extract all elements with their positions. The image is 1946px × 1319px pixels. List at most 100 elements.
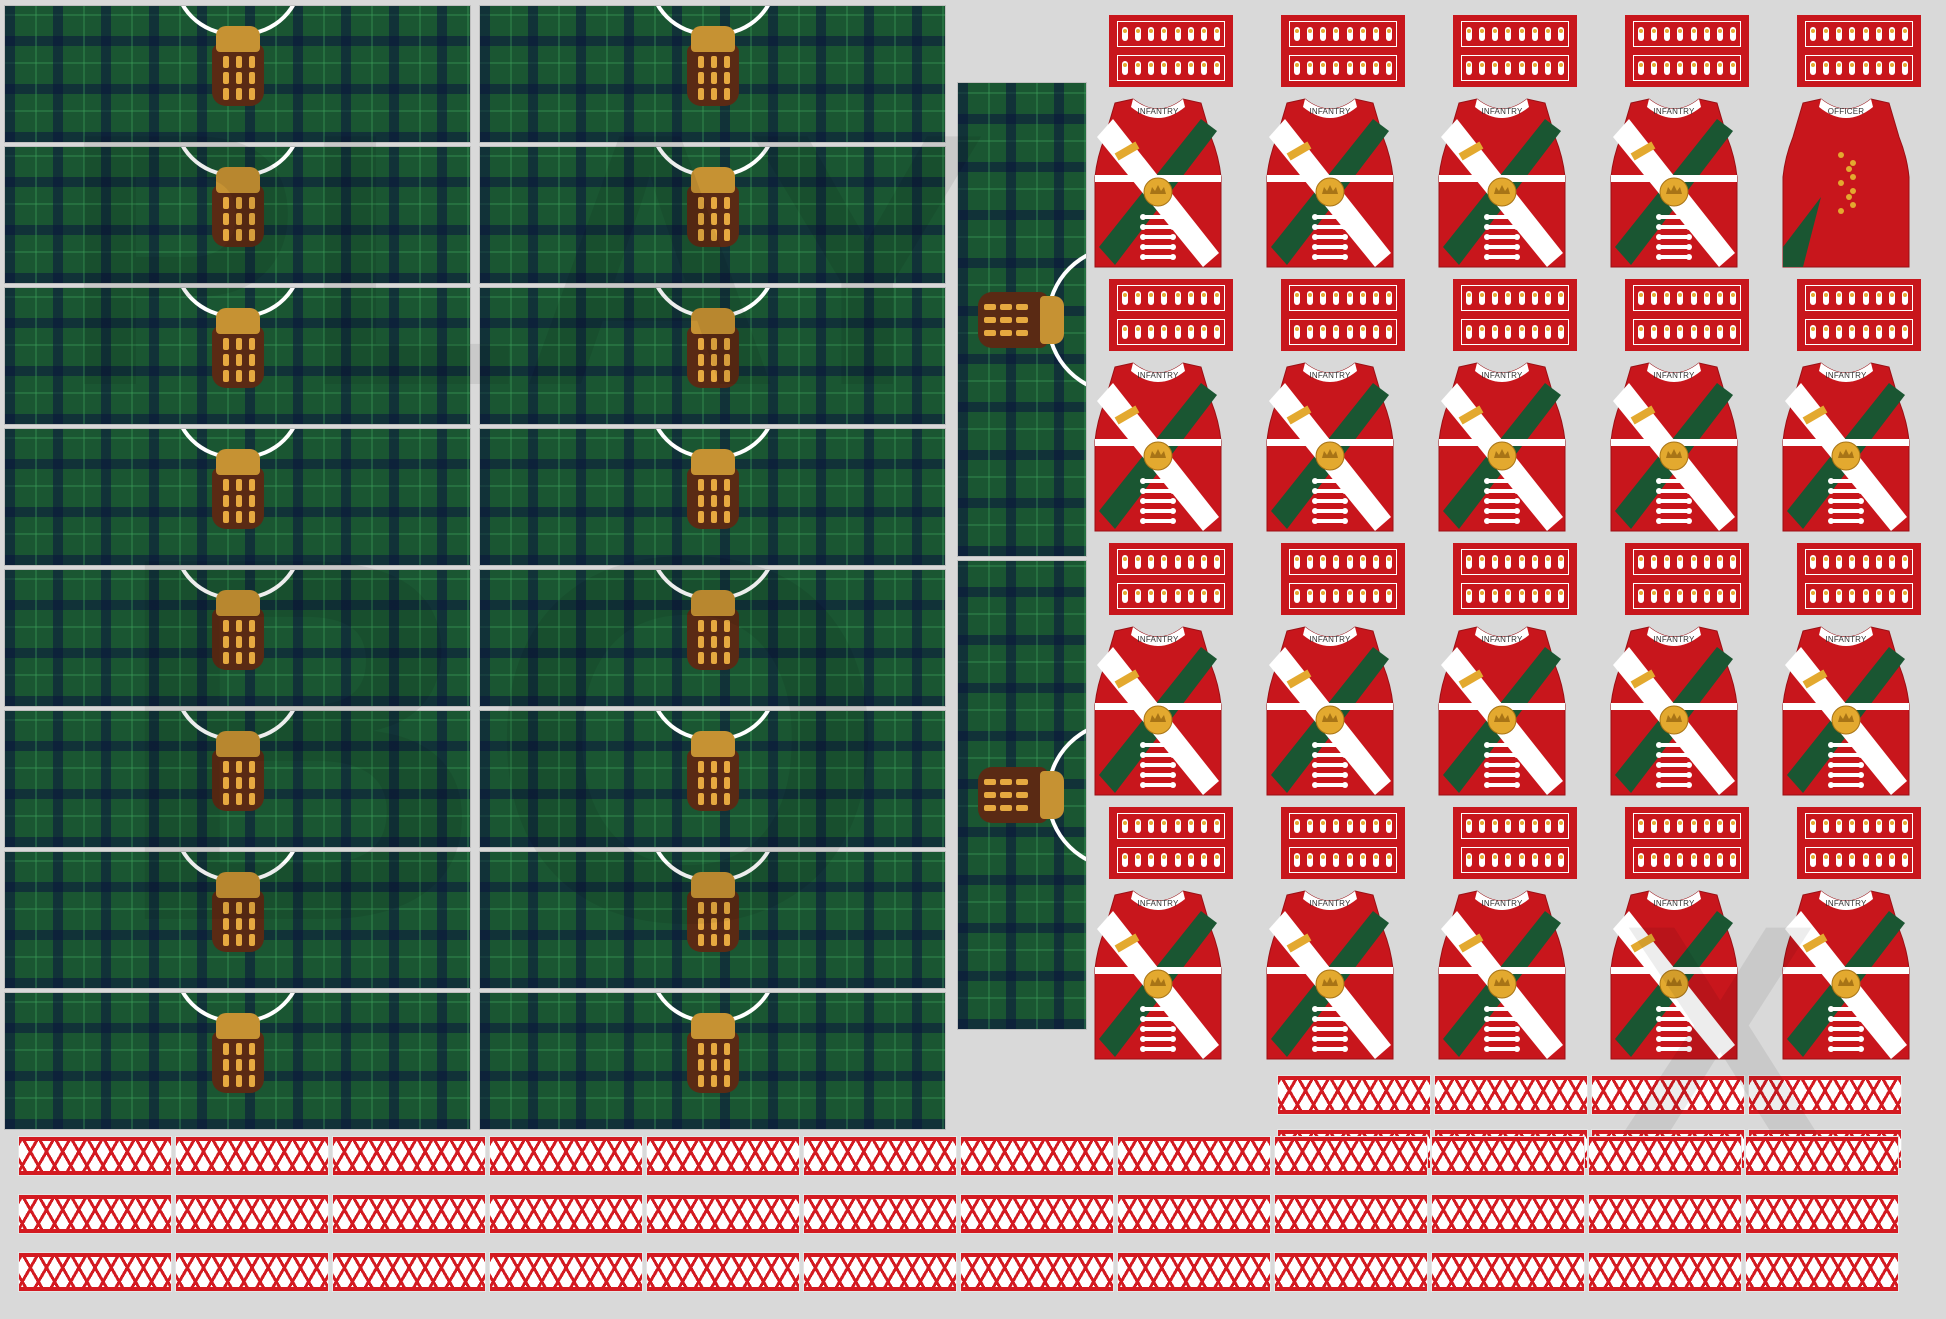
kilt-panel: [479, 428, 946, 566]
infantry-coat: INFANTRY: [1093, 97, 1223, 271]
cuff-panel: [1453, 543, 1577, 615]
cuff-panel: [1797, 279, 1921, 351]
infantry-coat: INFANTRY: [1781, 361, 1911, 535]
infantry-coat: INFANTRY: [1265, 97, 1395, 271]
coat-label: INFANTRY: [1481, 107, 1523, 116]
cuff-panel: [1453, 279, 1577, 351]
lace-strip: [1591, 1075, 1745, 1115]
cuff-panel: [1109, 543, 1233, 615]
sporran-icon: [211, 308, 264, 388]
cuff-panel: [1109, 807, 1233, 879]
lace-strip: [1745, 1252, 1899, 1292]
kilt-panel: [479, 710, 946, 848]
cuff-panel: [1281, 543, 1405, 615]
coat-label: INFANTRY: [1309, 899, 1351, 908]
lace-strip: [1274, 1194, 1428, 1234]
coat-label: INFANTRY: [1653, 899, 1695, 908]
lace-strip: [646, 1136, 800, 1176]
kilt-panel: [4, 710, 471, 848]
sporran-icon: [211, 590, 264, 670]
lace-strip: [175, 1194, 329, 1234]
lace-strip: [960, 1252, 1114, 1292]
infantry-coat: INFANTRY: [1781, 625, 1911, 799]
lace-strip: [175, 1136, 329, 1176]
cuff-panel: [1281, 279, 1405, 351]
coat-label: INFANTRY: [1825, 635, 1867, 644]
lace-strip: [803, 1252, 957, 1292]
infantry-coat: INFANTRY: [1265, 625, 1395, 799]
lace-strip: [1117, 1136, 1271, 1176]
infantry-coat: INFANTRY: [1609, 361, 1739, 535]
cuff-panel: [1281, 807, 1405, 879]
cuff-panel: [1797, 807, 1921, 879]
sporran-icon: [978, 291, 1064, 348]
cuff-panel: [1625, 279, 1749, 351]
infantry-coat: INFANTRY: [1609, 625, 1739, 799]
lace-strip: [1117, 1194, 1271, 1234]
infantry-coat: INFANTRY: [1781, 889, 1911, 1063]
kilt-panel: [4, 146, 471, 284]
sporran-icon: [978, 767, 1064, 823]
cuff-panel: [1797, 543, 1921, 615]
sporran-icon: [686, 26, 739, 106]
lace-strip: [18, 1252, 172, 1292]
lace-strip: [1588, 1136, 1742, 1176]
officer-coat: OFFICER: [1781, 97, 1911, 271]
sporran-icon: [211, 1013, 264, 1093]
infantry-coat: INFANTRY: [1437, 97, 1567, 271]
coat-label: OFFICER: [1827, 107, 1865, 116]
lace-strip: [803, 1136, 957, 1176]
lace-strip: [1277, 1075, 1431, 1115]
coat-label: INFANTRY: [1481, 899, 1523, 908]
lace-strip: [1745, 1194, 1899, 1234]
cuff-panel: [1109, 279, 1233, 351]
infantry-coat: INFANTRY: [1093, 889, 1223, 1063]
kilt-panel: [479, 851, 946, 989]
cuff-panel: [1281, 15, 1405, 87]
infantry-coat: INFANTRY: [1093, 361, 1223, 535]
infantry-coat: INFANTRY: [1437, 625, 1567, 799]
kilt-panel: [479, 569, 946, 707]
kilt-panel: [4, 5, 471, 143]
coat-label: INFANTRY: [1653, 371, 1695, 380]
sporran-icon: [686, 731, 739, 811]
kilt-panel: [479, 287, 946, 425]
sporran-icon: [686, 308, 739, 388]
cuff-panel: [1109, 15, 1233, 87]
kilt-panel: [479, 992, 946, 1130]
coat-label: INFANTRY: [1309, 635, 1351, 644]
cuff-panel: [1625, 543, 1749, 615]
sporran-icon: [211, 872, 264, 952]
coat-label: INFANTRY: [1137, 107, 1179, 116]
coat-label: INFANTRY: [1137, 635, 1179, 644]
kilt-panel: [4, 569, 471, 707]
coat-label: INFANTRY: [1309, 371, 1351, 380]
infantry-coat: INFANTRY: [1093, 625, 1223, 799]
cuff-panel: [1625, 15, 1749, 87]
lace-strip: [332, 1194, 486, 1234]
coat-label: INFANTRY: [1653, 635, 1695, 644]
lace-strip: [646, 1252, 800, 1292]
sporran-icon: [686, 590, 739, 670]
sporran-icon: [211, 731, 264, 811]
infantry-coat: INFANTRY: [1265, 361, 1395, 535]
lace-strip: [18, 1194, 172, 1234]
sporran-icon: [686, 1013, 739, 1093]
lace-strip: [1431, 1136, 1585, 1176]
lace-strip: [1431, 1252, 1585, 1292]
infantry-coat: INFANTRY: [1609, 889, 1739, 1063]
lace-strip: [1588, 1194, 1742, 1234]
coat-label: INFANTRY: [1825, 899, 1867, 908]
infantry-coat: INFANTRY: [1609, 97, 1739, 271]
kilt-panel: [479, 146, 946, 284]
lace-strip: [1274, 1136, 1428, 1176]
kilt-panel: [4, 287, 471, 425]
lace-strip: [175, 1252, 329, 1292]
coat-label: INFANTRY: [1481, 371, 1523, 380]
kilt-panel: [4, 851, 471, 989]
lace-strip: [646, 1194, 800, 1234]
lace-strip: [489, 1136, 643, 1176]
cuff-panel: [1453, 807, 1577, 879]
lace-strip: [1434, 1075, 1588, 1115]
